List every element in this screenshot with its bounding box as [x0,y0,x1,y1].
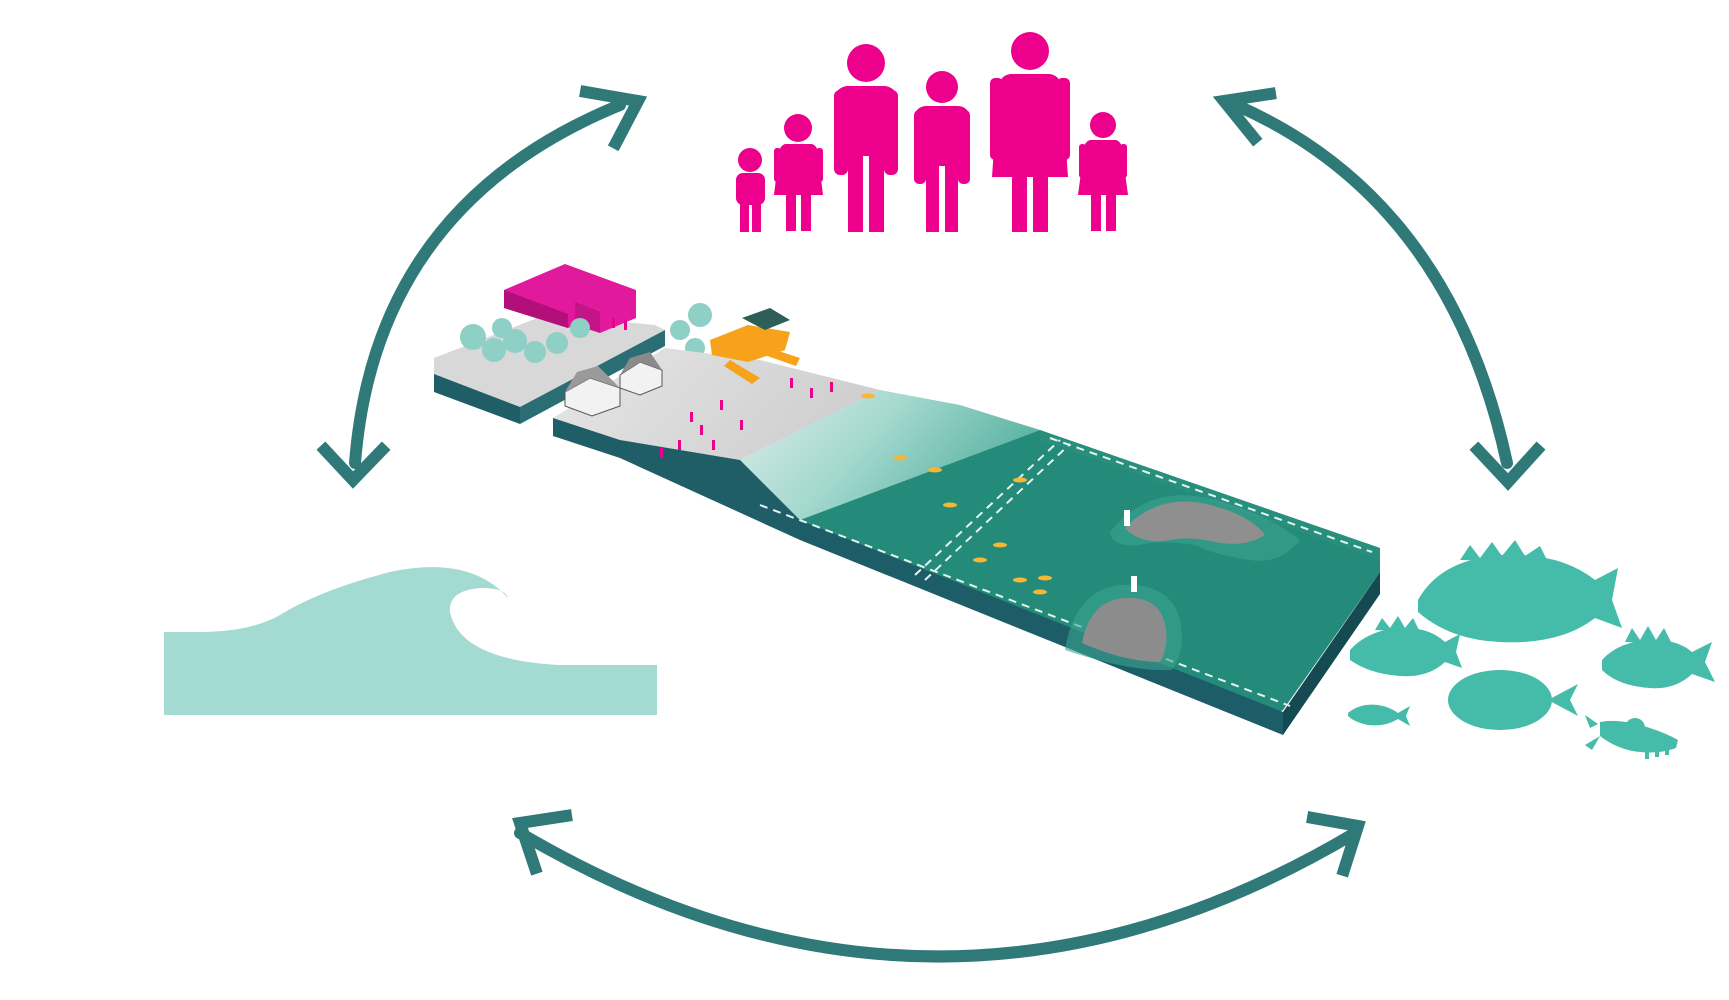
pavilion-icon [710,308,800,384]
person-icon [990,32,1070,232]
breakwater-islands [1065,495,1300,671]
trees-icon [460,303,712,363]
wave-icon [164,567,657,715]
dashed-lines [759,437,1373,707]
building-icon [504,264,636,333]
kayaks [861,393,1052,595]
arrow-wave-fish [512,809,1366,963]
beach-houses [564,352,663,417]
fish-icon [1448,670,1578,730]
shallow-water [740,390,1040,520]
person-icon [774,114,823,231]
fish-icon [1602,626,1715,689]
sea-slab [620,430,1380,735]
person-icon [736,148,765,232]
family-people-icon [736,32,1128,232]
person-icon [834,44,898,232]
person-icon [914,71,970,232]
arrow-people-fish [1212,87,1546,491]
fish-icon [1348,704,1410,726]
arrow-wave-people [316,85,648,489]
fish-icon [1350,616,1462,677]
fish-and-lobster-icon [1348,540,1715,759]
coastal-section-illustration [434,264,1380,735]
person-icon [1078,112,1128,231]
fish-icon [1418,540,1622,643]
lobster-icon [1585,715,1678,759]
beachgoers [612,318,833,458]
cycle-arrows [316,85,1546,963]
